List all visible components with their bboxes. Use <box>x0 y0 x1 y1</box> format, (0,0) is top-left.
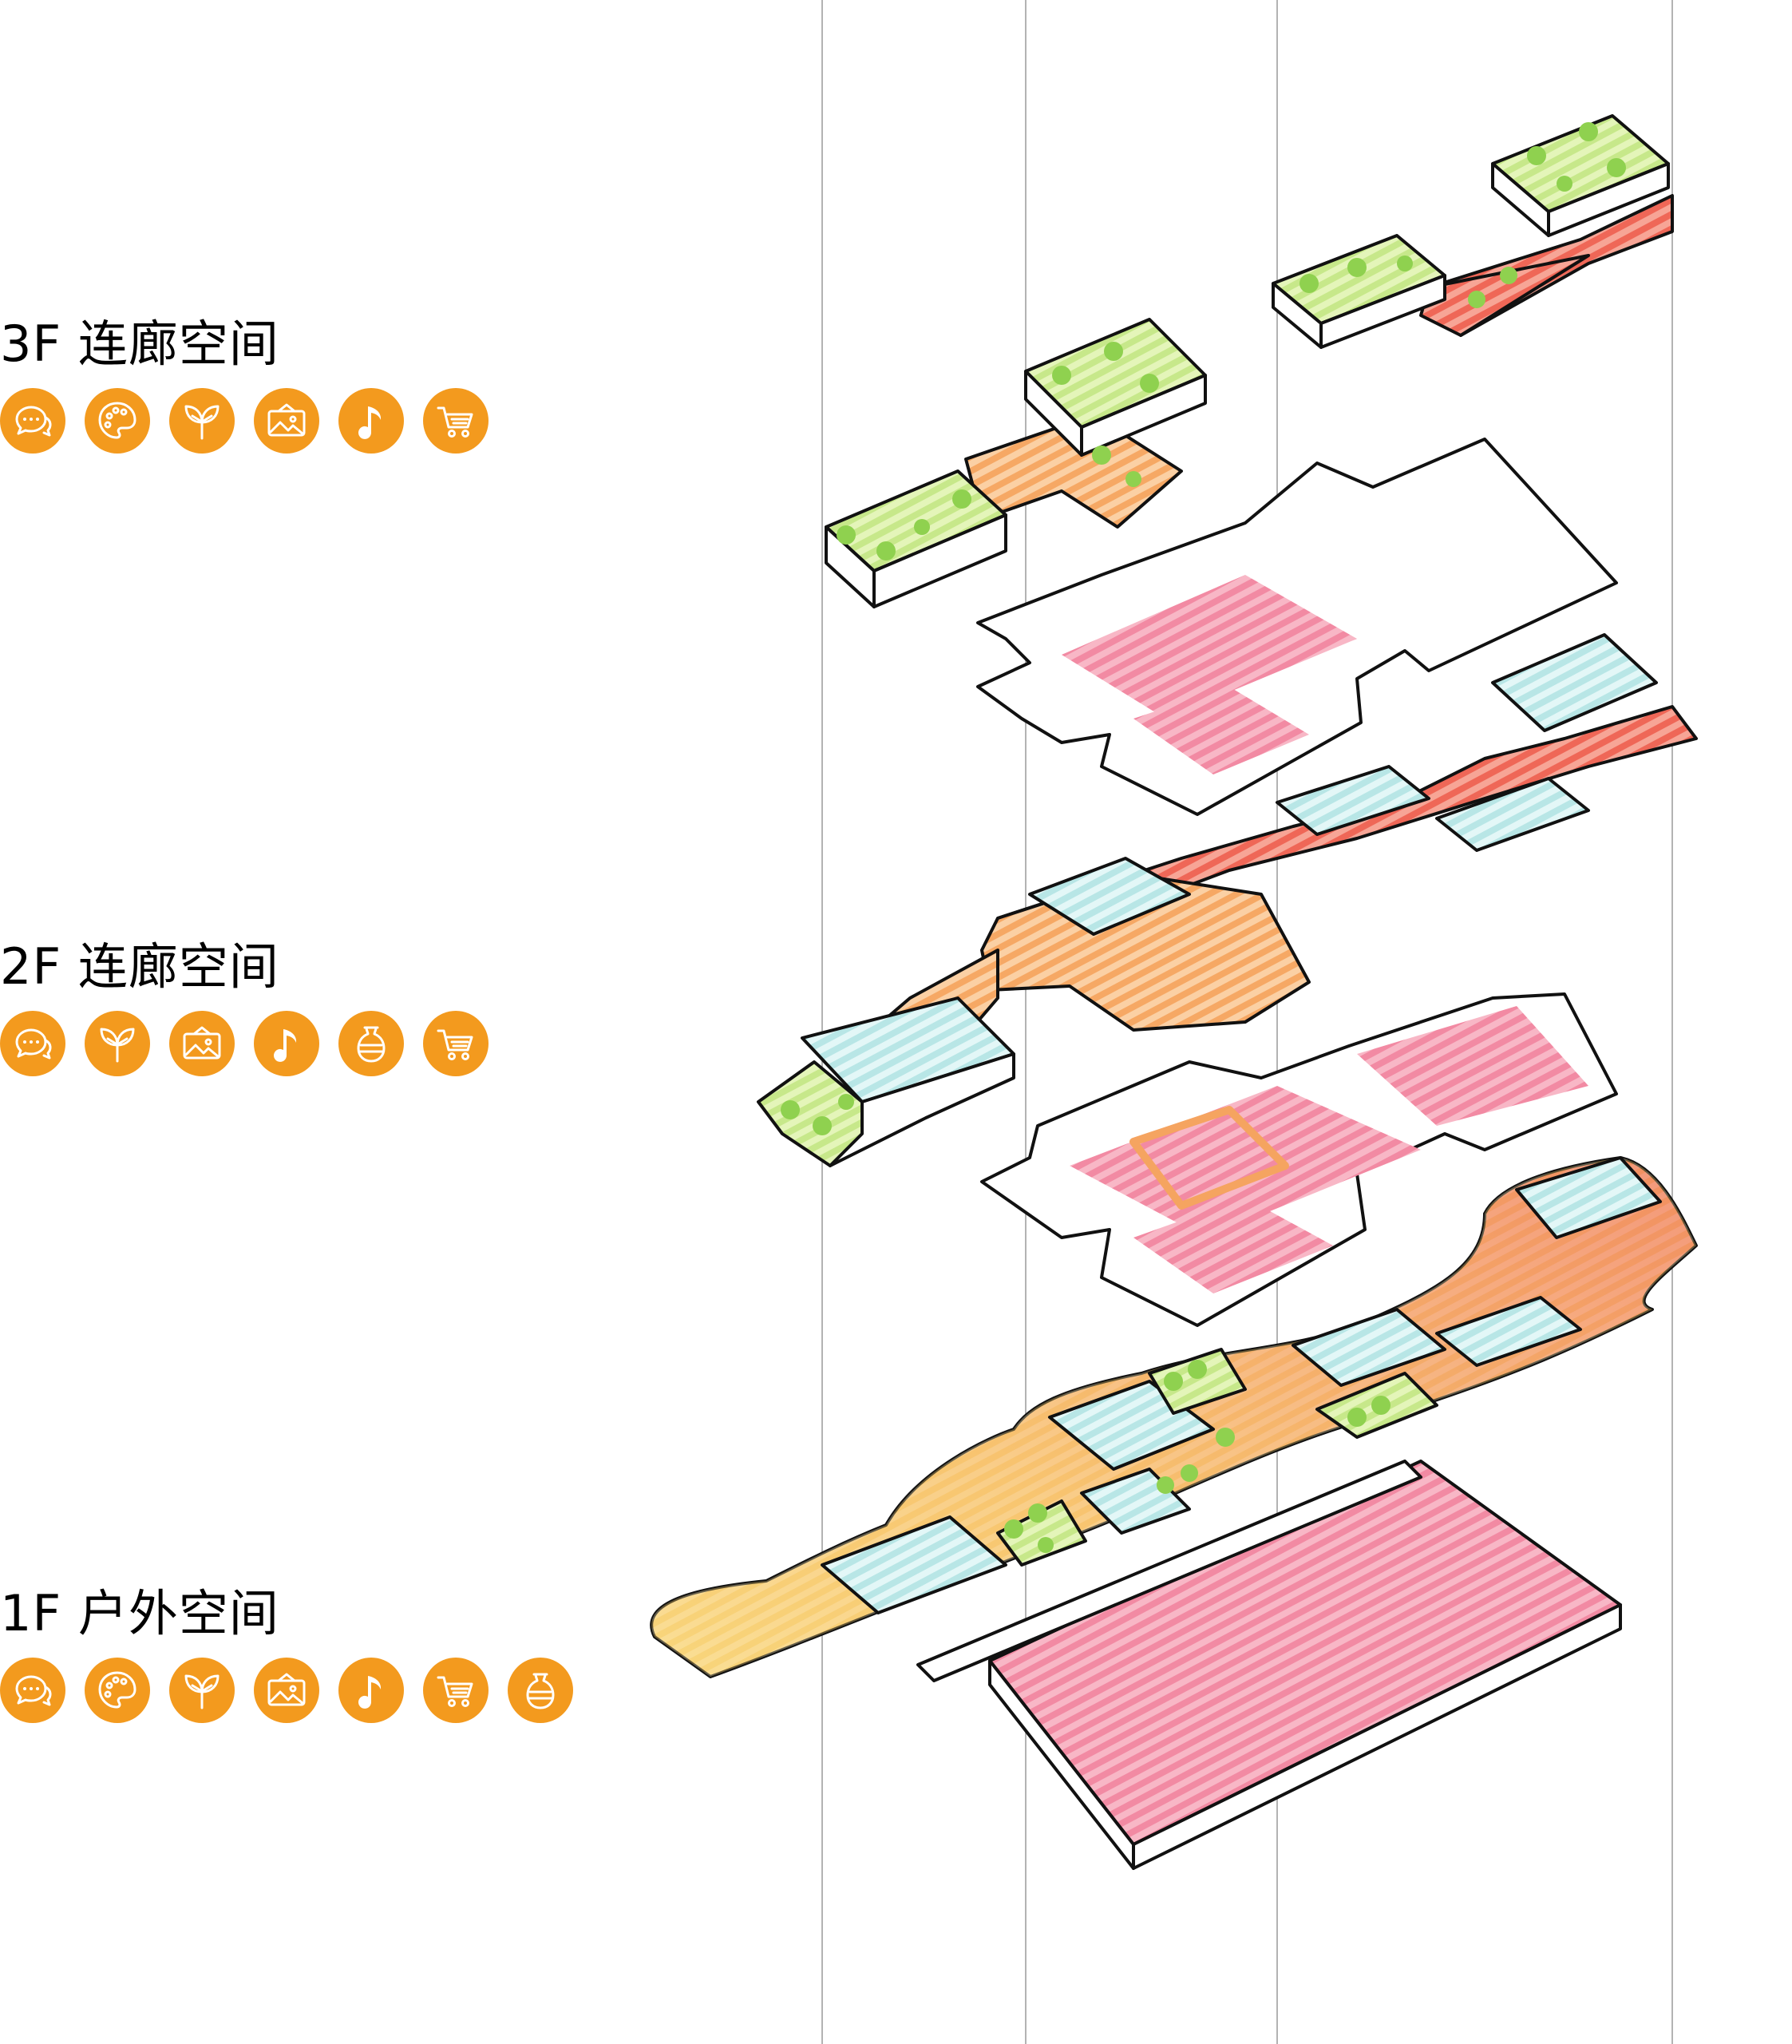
sprout-icon <box>169 388 235 454</box>
palette-icon <box>85 388 150 454</box>
chat-icon <box>0 1011 65 1076</box>
level-1f-drawing <box>650 1156 1698 1870</box>
cart-icon <box>423 1011 489 1076</box>
palette-icon <box>85 1658 150 1723</box>
level-2f-drawing <box>757 438 1698 1327</box>
cart-icon <box>423 1658 489 1723</box>
cart-icon <box>423 388 489 454</box>
icon-row-2f <box>0 1011 489 1076</box>
picture-icon <box>254 1658 319 1723</box>
music-icon <box>338 1658 404 1723</box>
chat-icon <box>0 1658 65 1723</box>
level-title-3f: 3F 连廊空间 <box>0 315 279 373</box>
sprout-icon <box>169 1658 235 1723</box>
vase-icon <box>338 1011 404 1076</box>
level-1f-trees <box>1004 1360 1390 1553</box>
sprout-icon <box>85 1011 150 1076</box>
level-title-2f: 2F 连廊空间 <box>0 937 279 996</box>
music-icon <box>338 388 404 454</box>
level-3f-trees <box>837 122 1626 561</box>
picture-icon <box>254 388 319 454</box>
legend-2f: 2F 连廊空间 <box>0 942 489 1076</box>
legend-1f: 1F 户外空间 <box>0 1589 573 1723</box>
icon-row-1f <box>0 1658 573 1723</box>
picture-icon <box>169 1011 235 1076</box>
level-2f-trees <box>781 1094 854 1135</box>
music-icon <box>254 1011 319 1076</box>
icon-row-3f <box>0 388 489 454</box>
vase-icon <box>508 1658 573 1723</box>
legend-3f: 3F 连廊空间 <box>0 319 489 454</box>
level-title-1f: 1F 户外空间 <box>0 1584 279 1642</box>
chat-icon <box>0 388 65 454</box>
